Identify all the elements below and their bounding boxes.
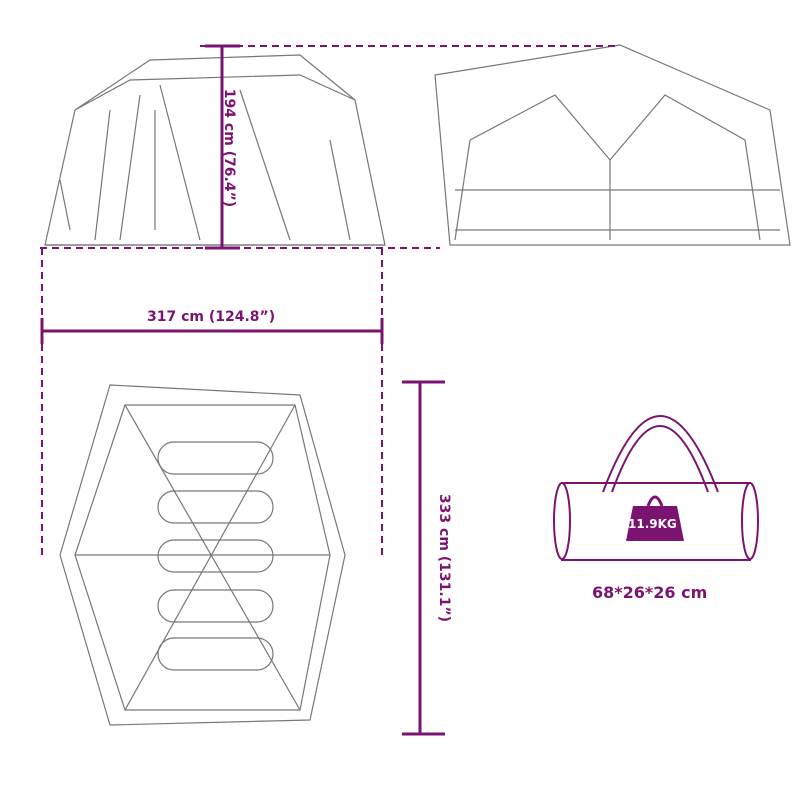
length-label: 333 cm (131.1”) [436, 493, 453, 623]
carry-bag-icon [553, 415, 759, 561]
packed-size-label: 68*26*26 cm [592, 583, 708, 602]
tent-top-view [59, 384, 346, 726]
width-dimension-line [40, 318, 384, 344]
sleeping-bag-5 [157, 637, 274, 671]
tent-front-view [44, 54, 386, 246]
height-label: 194 cm (76.4”) [221, 88, 238, 208]
sleeping-bag-1 [157, 441, 274, 475]
weight-label: 11.9KG [628, 517, 677, 531]
tent-side-view [434, 44, 791, 246]
width-label: 317 cm (124.8”) [147, 309, 276, 325]
sleeping-bag-4 [157, 589, 274, 623]
weight-icon [626, 495, 684, 541]
sleeping-bags [157, 441, 274, 671]
length-dimension-line [402, 380, 445, 736]
sleeping-bag-3 [157, 539, 274, 573]
sleeping-bag-2 [157, 490, 274, 524]
width-guides [40, 247, 440, 555]
